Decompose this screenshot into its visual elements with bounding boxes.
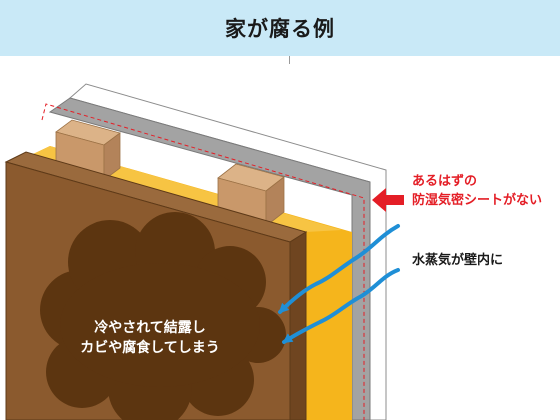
mold-caption-line2: カビや腐食してしまう [80,340,220,356]
missing-sheet-outline [41,103,365,420]
divider-tick [289,56,290,64]
missing-sheet-label: あるはずの 防湿気密シートがない [412,172,542,210]
vapor-arrow-2 [282,268,400,344]
missing-sheet-label-line2: 防湿気密シートがない [412,193,543,208]
page-title: 家が腐る例 [225,17,335,41]
wood-panel-side [289,231,307,420]
mold-caption-line1: 冷やされて結露し [94,320,206,336]
missing-sheet-label-line1: あるはずの [412,174,478,189]
red-arrow [372,188,404,212]
stud-side-2 [265,176,285,227]
gray-board [48,97,371,420]
mold-caption: 冷やされて結露し カビや腐食してしまう [40,318,260,358]
mold-patch [40,212,286,420]
stud-side-1 [103,132,121,181]
vapor-arrow-1 [278,224,400,314]
header-bar: 家が腐る例 [0,0,560,56]
vapor-label: 水蒸気が壁内に [412,253,504,268]
